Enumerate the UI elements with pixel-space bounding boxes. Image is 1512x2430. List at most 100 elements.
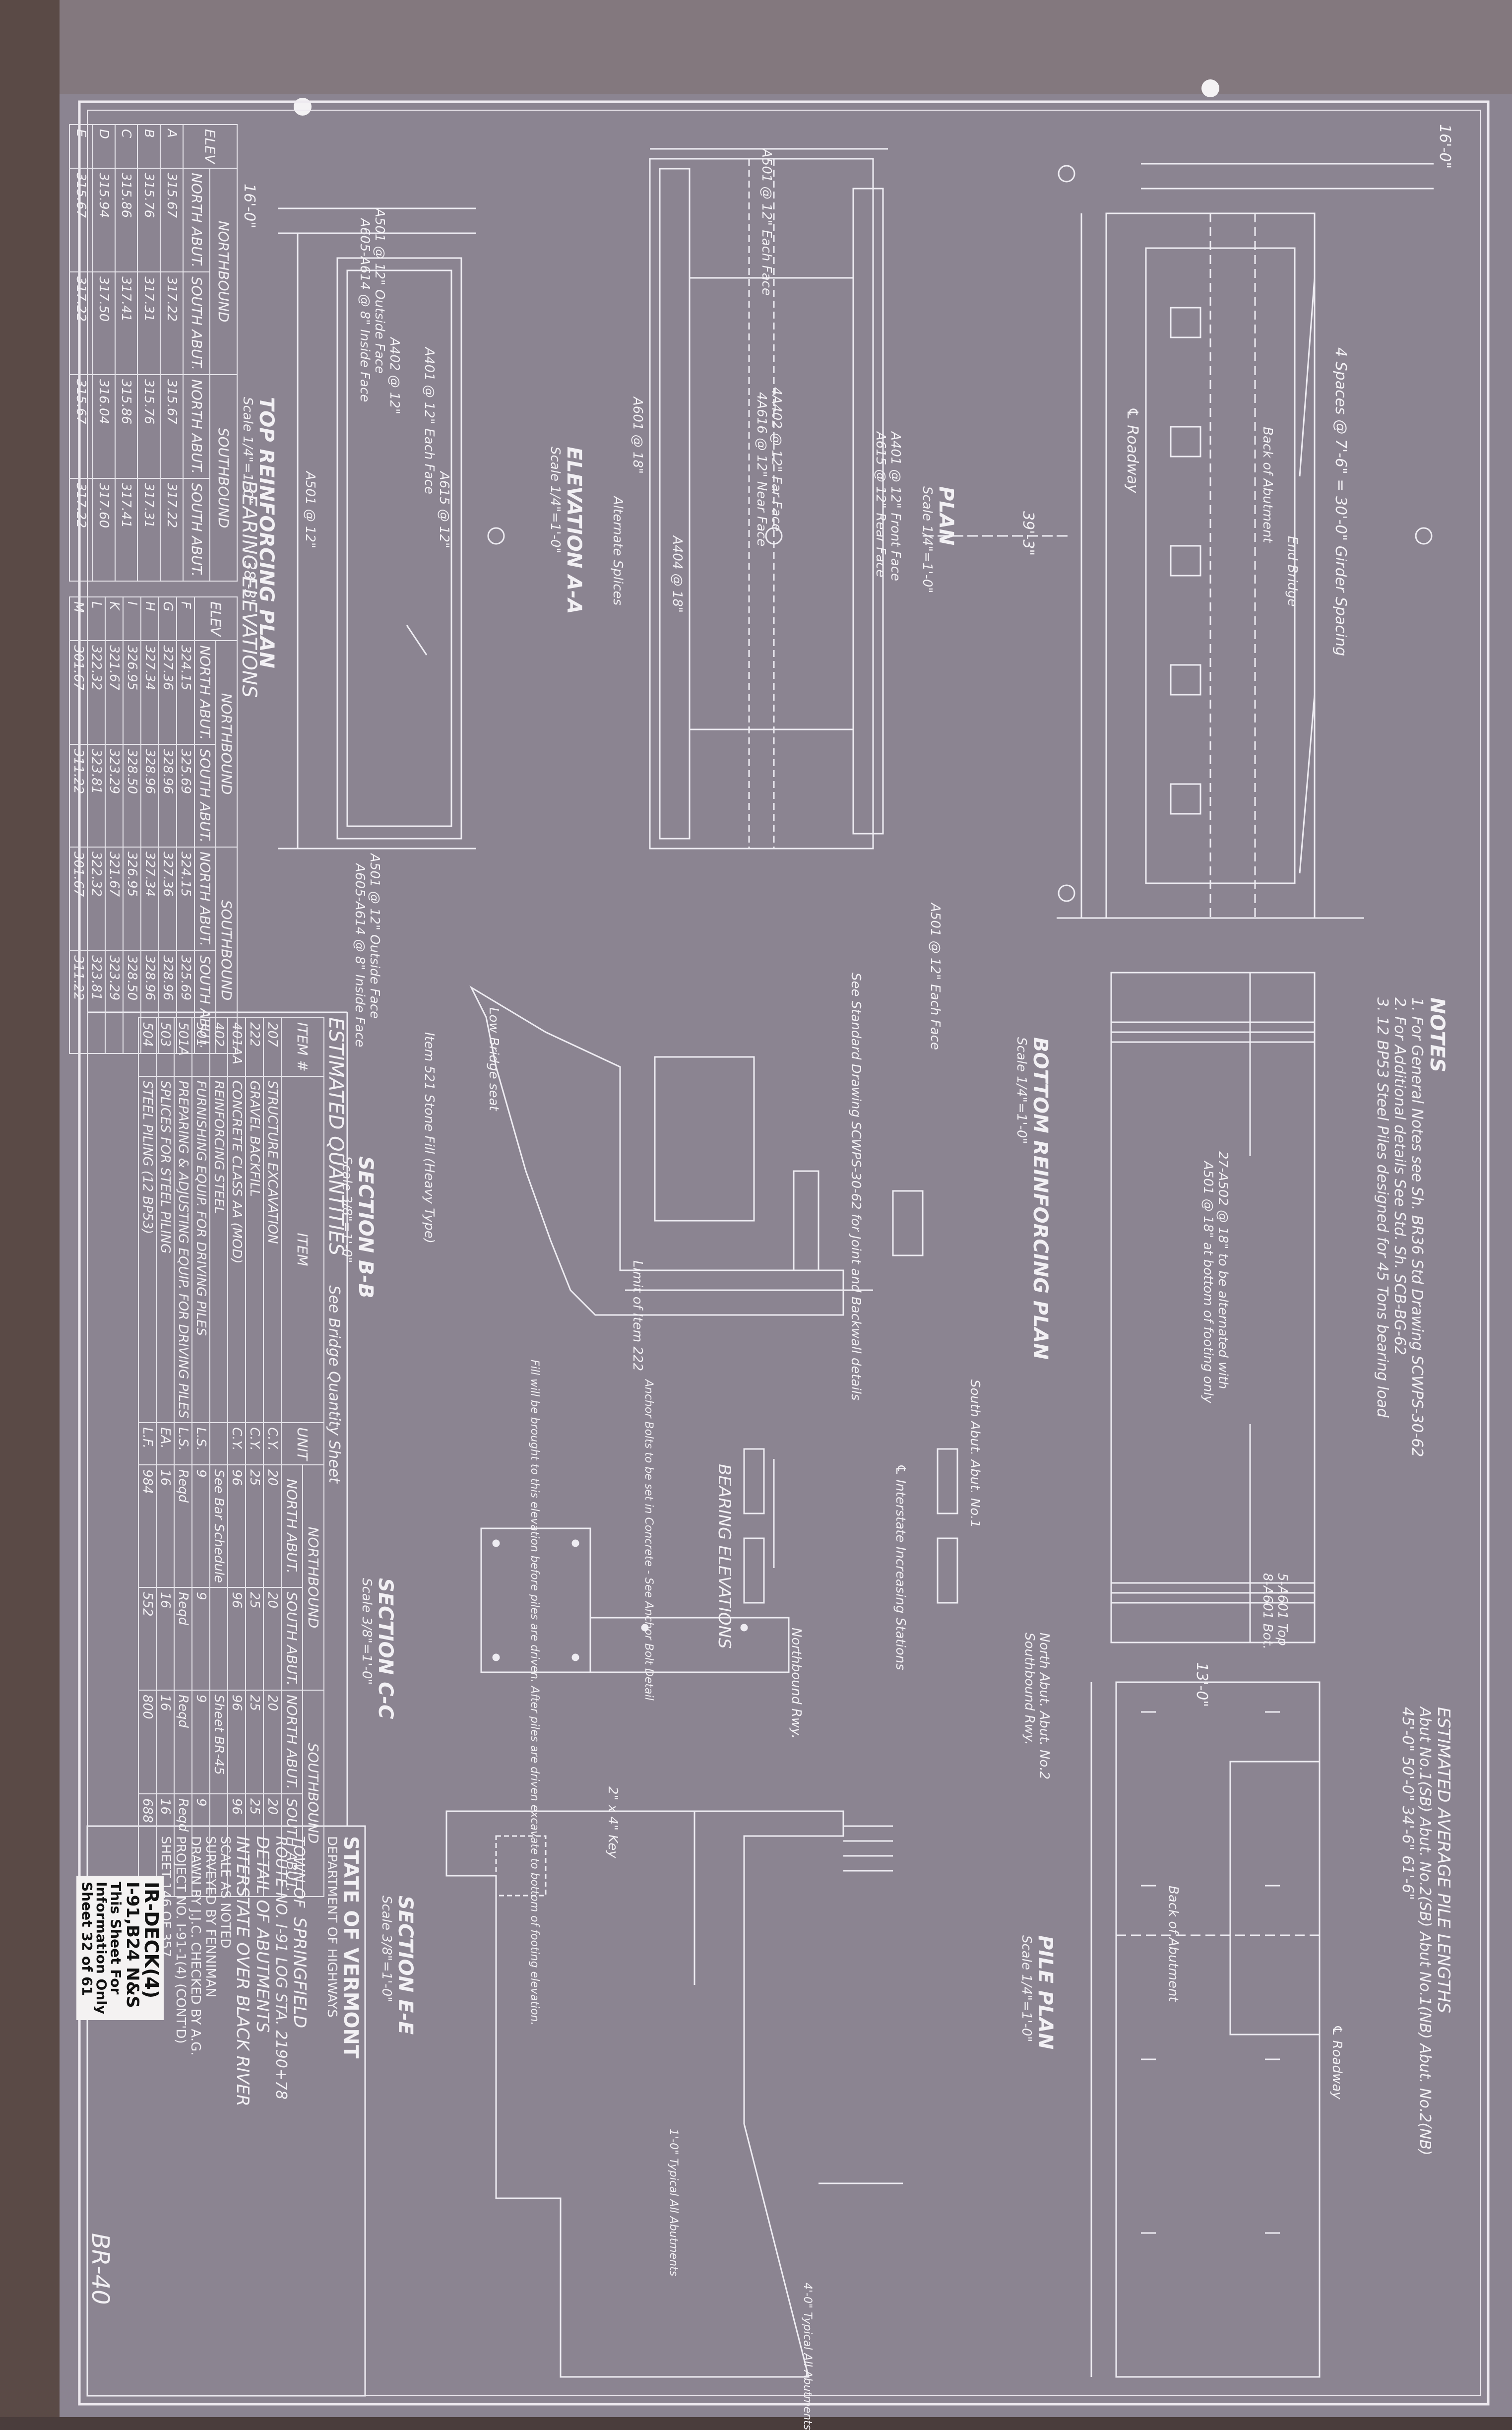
table-cell: 16 <box>156 1587 174 1690</box>
col-item: ITEM <box>281 1076 324 1423</box>
elevation-aa-title-text: ELEVATION A-A <box>563 447 585 614</box>
table-cell: K <box>105 597 123 641</box>
section-bb <box>469 985 924 1316</box>
table-cell: 9 <box>192 1587 210 1690</box>
section-ee-title: SECTION E-E Scale 3/8"=1'-0" <box>379 1896 417 2035</box>
interstate-label: ℄ Interstate Increasing Stations <box>893 1464 908 1670</box>
section-bb-title-text: SECTION B-B <box>354 1156 377 1299</box>
bearing-table-left: ELEV NORTHBOUND SOUTHBOUND NORTH ABUT. S… <box>69 124 238 582</box>
table-cell: 317.41 <box>115 478 138 582</box>
plan-scale: Scale 1/4"=1'-0" <box>920 486 935 593</box>
binder-hole <box>1201 79 1219 97</box>
col-northbound: NORTHBOUND <box>303 1465 324 1690</box>
table-cell: 501 <box>192 1018 210 1076</box>
col-unit: UNIT <box>281 1423 324 1465</box>
a402-label: A402 @ 12" <box>387 337 402 414</box>
table-cell: M <box>69 597 87 641</box>
section-cc-scale: Scale 3/8"=1'-0" <box>359 1578 374 1685</box>
table-cell: 96 <box>228 1690 246 1794</box>
table-cell: C <box>115 125 138 169</box>
sheet-border <box>78 100 1490 2406</box>
note-1: 1. For General Notes see Sh. BR36 Std Dr… <box>1408 997 1426 1457</box>
quantities-title: ESTIMATED QUANTITIES <box>324 1017 347 1256</box>
southbound-rwy-label: Southbound Rwy. <box>1022 1633 1037 1745</box>
pile-lengths-block: ESTIMATED AVERAGE PILE LENGTHS Abut No.1… <box>1399 1707 1453 2156</box>
section-ee <box>445 1810 903 2378</box>
table-cell: 315.76 <box>137 375 160 479</box>
keyway-label: 2" x 4" Key <box>605 1786 620 1858</box>
stamp-line-5: Sheet 32 of 61 <box>78 1882 95 1996</box>
table-cell: 326.95 <box>123 641 141 745</box>
table-cell: 317.31 <box>137 272 160 375</box>
table-cell: 317.22 <box>69 478 92 582</box>
surveyed-line: SURVEYED BY FENNIMAN <box>203 1836 218 1998</box>
bottom-reinforcing-scale: Scale 1/4"=1'-0" <box>1014 1037 1029 1144</box>
table-cell: EA. <box>156 1423 174 1465</box>
table-cell: PREPARING & ADJUSTING EQUIP. FOR DRIVING… <box>174 1076 192 1423</box>
table-cell: 324.15 <box>177 847 194 951</box>
table-cell: 317.31 <box>137 478 160 582</box>
bearing-elevations-label: BEARING ELEVATIONS <box>714 1464 734 1649</box>
table-cell: C.Y. <box>228 1423 246 1465</box>
table-cell: E <box>69 125 92 169</box>
table-cell: 323.29 <box>105 744 123 848</box>
top-reinforcing-plan <box>278 207 476 850</box>
table-cell: 311.22 <box>69 744 87 848</box>
bearing-table-title: BEARING ELEVATIONS <box>238 480 260 698</box>
sub-north: NORTH ABUT. <box>183 375 210 479</box>
table-cell: 315.76 <box>137 168 160 272</box>
table-cell: H <box>141 597 159 641</box>
table-cell: 315.67 <box>69 168 92 272</box>
table-cell: 16 <box>156 1465 174 1588</box>
table-cell: 222 <box>246 1018 263 1076</box>
table-cell: C.Y. <box>246 1423 263 1465</box>
bottom-reinforcing-plan <box>743 972 1316 1643</box>
limit-222-label: Limit of Item 222 <box>630 1260 645 1372</box>
table-cell: Sheet BR-45 <box>210 1690 228 1794</box>
note-3: 3. 12 BP53 Steel Piles designed for 45 T… <box>1374 997 1391 1418</box>
table-cell: 323.81 <box>87 951 105 1054</box>
a401-front-label: A401 @ 12" Front Face <box>888 432 903 581</box>
table-cell <box>210 1423 228 1465</box>
table-cell: I <box>123 597 141 641</box>
table-cell: 301.67 <box>69 641 87 745</box>
detail-line: DETAIL OF ABUTMENTS <box>252 1836 272 2033</box>
col-elev: ELEV <box>183 125 237 169</box>
sub-north: NORTH ABUT. <box>281 1465 303 1588</box>
sub-north: NORTH ABUT. <box>194 847 216 951</box>
sheet-inner-border <box>87 110 1481 2396</box>
a501-12-label: A501 @ 12" <box>303 471 317 548</box>
table-cell: 301.67 <box>69 847 87 951</box>
stamp-line-1: IR-DECK(4) <box>140 1882 162 1999</box>
dim-13-label: 13'-0" <box>1193 1662 1210 1708</box>
end-bridge-label: End Bridge <box>1285 536 1300 607</box>
col-northbound: NORTHBOUND <box>210 168 237 375</box>
table-cell: 315.94 <box>92 168 115 272</box>
section-cc-title-text: SECTION C-C <box>374 1578 397 1719</box>
table-cell: 9 <box>192 1690 210 1794</box>
table-cell: 322.32 <box>87 847 105 951</box>
elevation-aa-scale: Scale 1/4"=1'-0" <box>548 447 563 554</box>
table-cell: 20 <box>263 1690 281 1794</box>
pile-plan-title: PILE PLAN Scale 1/4"=1'-0" <box>1019 1935 1057 2049</box>
quantities-table: ITEM # ITEM UNIT NORTHBOUND SOUTHBOUND N… <box>138 1017 324 1897</box>
girder-spacing-label: 4 Spaces @ 7'-6" = 30'-0" Girder Spacing <box>1332 347 1349 657</box>
sub-south: SOUTH ABUT. <box>194 744 216 848</box>
table-cell: D <box>92 125 115 169</box>
sub-south: SOUTH ABUT. <box>183 478 210 582</box>
a601-bot-label: 8-A601 Bot. <box>1260 1573 1275 1649</box>
stamp-line-4: Information Only <box>93 1882 110 2015</box>
top-stain <box>60 0 1512 94</box>
a615-label: A615 @ 12" <box>437 471 451 548</box>
pile-lengths-heading: ESTIMATED AVERAGE PILE LENGTHS <box>1434 1707 1453 2013</box>
pile-lengths-values: 45'-0" 50'-0" 34'-6" 61'-6" <box>1399 1707 1416 1901</box>
typical-label-2: 4'-0" Typical All Abutments <box>801 2283 814 2430</box>
table-cell: 96 <box>228 1465 246 1588</box>
